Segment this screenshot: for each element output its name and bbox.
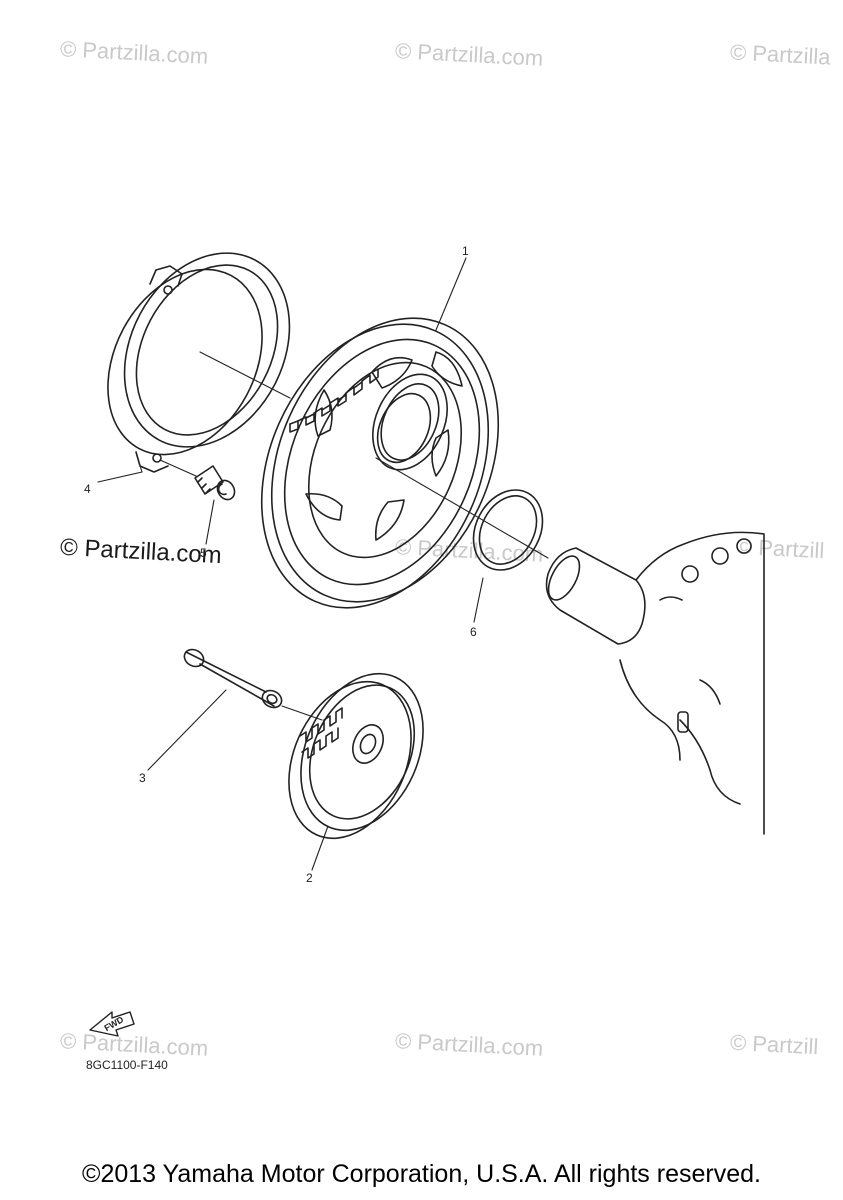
- leader-lines: [97, 257, 549, 871]
- part-1-clutch-gear: [260, 317, 500, 609]
- part-6-washer: [472, 489, 544, 571]
- callout-5: 5: [200, 546, 207, 560]
- part-4-housing: [107, 252, 291, 473]
- diagram-code: 8GC1100-F140: [86, 1058, 168, 1072]
- callout-1: 1: [462, 244, 469, 258]
- crankshaft: [545, 531, 765, 835]
- fwd-arrow-icon: [89, 1011, 135, 1037]
- copyright-notice: ©2013 Yamaha Motor Corporation, U.S.A. A…: [82, 1160, 761, 1188]
- callout-3: 3: [139, 771, 146, 785]
- part-2-idler-gear: [288, 672, 424, 840]
- part-5-bolt: [194, 465, 236, 501]
- callout-6: 6: [470, 625, 477, 639]
- callout-2: 2: [306, 871, 313, 885]
- part-3-shaft: [183, 648, 283, 709]
- callout-4: 4: [84, 482, 91, 496]
